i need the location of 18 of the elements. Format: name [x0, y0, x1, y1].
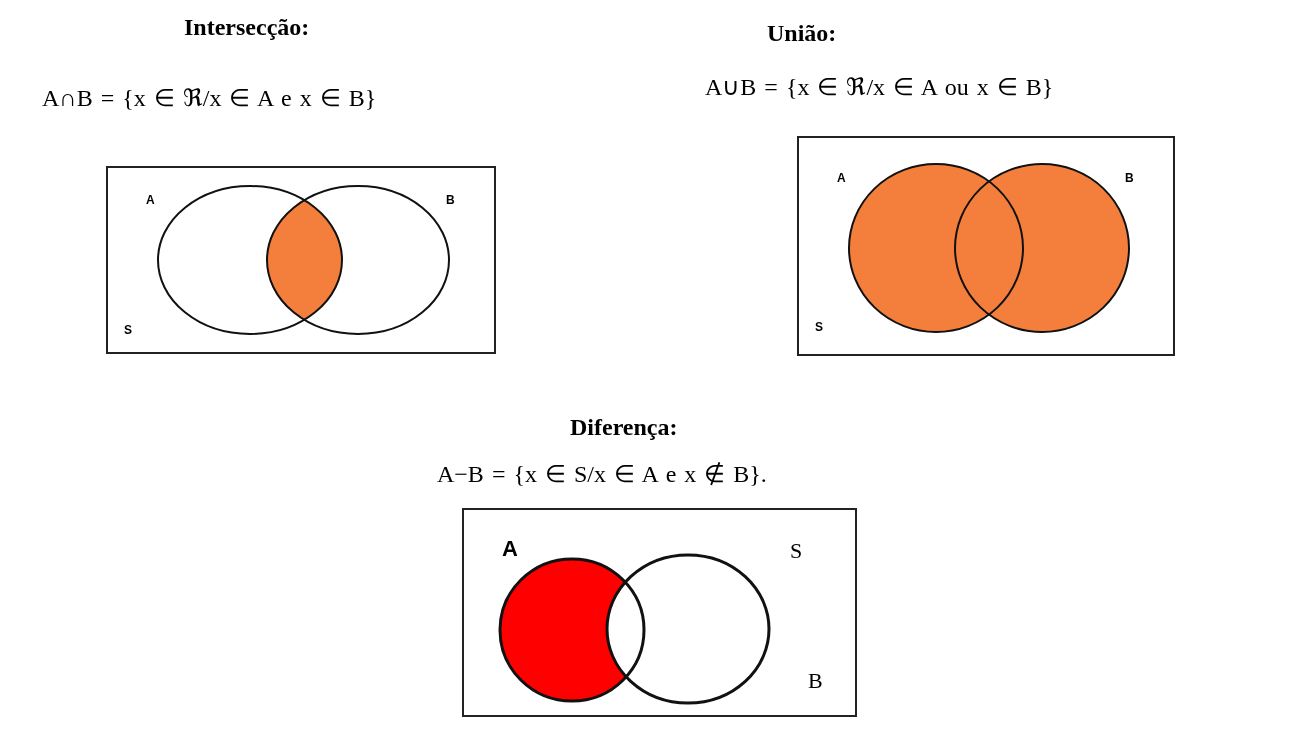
section-title: Intersecção:	[184, 14, 310, 41]
set-label: A	[146, 194, 155, 206]
universe-label: S	[124, 324, 132, 336]
set-label: A	[502, 538, 518, 560]
universe-label: S	[790, 540, 803, 562]
universe-box	[797, 136, 1175, 356]
set-label: A	[837, 172, 846, 184]
section-title: Diferença:	[570, 414, 678, 441]
set-label: B	[808, 670, 823, 692]
set-formula: A−B = {x ∈ S/x ∈ A e x ∉ B}.	[437, 460, 767, 488]
set-label: B	[1125, 172, 1134, 184]
set-label: B	[446, 194, 455, 206]
universe-box	[106, 166, 496, 354]
section-title: União:	[767, 20, 837, 47]
set-formula: A∪B = {x ∈ ℜ/x ∈ A ou x ∈ B}	[705, 73, 1054, 101]
set-formula: A∩B = {x ∈ ℜ/x ∈ A e x ∈ B}	[42, 84, 377, 112]
universe-box	[462, 508, 857, 717]
universe-label: S	[815, 321, 823, 333]
